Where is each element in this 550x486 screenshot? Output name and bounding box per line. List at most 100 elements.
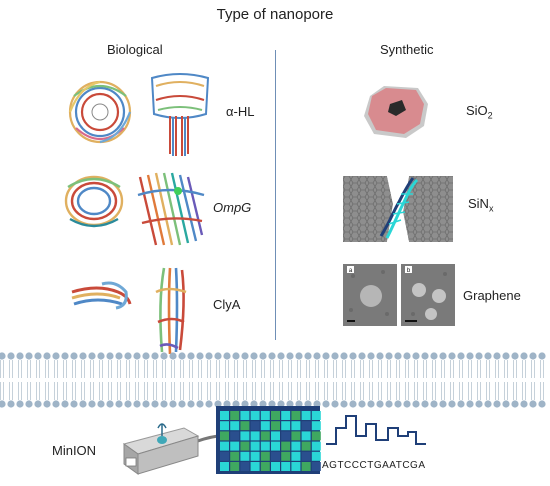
lipid-tail	[288, 360, 292, 378]
lipid-head	[232, 400, 240, 408]
lipid-head	[79, 400, 87, 408]
lipid-head	[475, 352, 483, 360]
lipid-head	[52, 352, 60, 360]
lipid-head	[385, 400, 393, 408]
sinx-pore-image	[343, 176, 453, 242]
lipid-head	[52, 400, 60, 408]
lipid-tail	[405, 360, 409, 378]
lipid-tail	[153, 360, 157, 378]
grid-cell	[311, 421, 321, 431]
lipid-tail	[432, 382, 436, 400]
grid-cell	[220, 462, 229, 471]
lipid-tail	[126, 360, 130, 378]
grid-cell	[271, 411, 280, 420]
lipid-tail	[135, 360, 139, 378]
grid-cell	[311, 462, 321, 471]
lipid-tail	[180, 360, 184, 378]
minion-device-image	[122, 423, 219, 475]
biological-column-header: Biological	[107, 42, 163, 57]
lipid-tail	[522, 382, 526, 400]
lipid-head	[529, 400, 537, 408]
lipid-tail	[27, 382, 31, 400]
lipid-tail	[441, 360, 445, 378]
grid-cell	[271, 451, 280, 461]
grid-cell	[301, 421, 311, 431]
lipid-head	[367, 400, 375, 408]
grid-cell	[230, 441, 240, 451]
lipid-tail	[117, 382, 121, 400]
lipid-head	[88, 400, 96, 408]
lipid-head	[142, 352, 150, 360]
lipid-tail	[288, 382, 292, 400]
sio2-label: SiO2	[466, 103, 493, 121]
lipid-head	[322, 400, 330, 408]
lipid-tail	[117, 360, 121, 378]
lipid-head	[295, 400, 303, 408]
ompg-label: OmpG	[213, 200, 252, 215]
grid-cell	[301, 462, 311, 471]
lipid-tail	[108, 360, 112, 378]
lipid-head	[151, 400, 159, 408]
lipid-tail	[243, 360, 247, 378]
lipid-head	[169, 352, 177, 360]
lipid-head	[448, 400, 456, 408]
lipid-head	[7, 400, 15, 408]
lipid-head	[295, 352, 303, 360]
lipid-head	[430, 400, 438, 408]
lipid-head	[322, 352, 330, 360]
lipid-tail	[270, 360, 274, 378]
lipid-tail	[261, 382, 265, 400]
graphene-tem-image: a b	[343, 264, 455, 326]
lipid-tail	[396, 360, 400, 378]
lipid-tail	[279, 382, 283, 400]
lipid-head	[97, 352, 105, 360]
grid-cell	[240, 451, 250, 461]
grid-cell	[260, 441, 270, 451]
lipid-tail	[414, 360, 418, 378]
lipid-tail	[405, 382, 409, 400]
grid-cell	[250, 462, 260, 471]
figure-title: Type of nanopore	[216, 6, 334, 23]
minion-label: MinION	[52, 443, 97, 458]
lipid-tail	[513, 360, 517, 378]
lipid-head	[241, 400, 249, 408]
lipid-head	[331, 352, 339, 360]
sinx-label: SiNx	[468, 196, 494, 214]
grid-cell	[230, 462, 240, 471]
lipid-tail	[540, 360, 544, 378]
synthetic-column-header: Synthetic	[380, 42, 434, 57]
lipid-tail	[315, 360, 319, 378]
grid-cell	[260, 462, 270, 471]
lipid-tail	[108, 382, 112, 400]
grid-cell	[271, 462, 280, 471]
lipid-head	[493, 400, 501, 408]
grid-cell	[291, 411, 301, 420]
lipid-tail	[459, 382, 463, 400]
ompg-structure-image	[64, 172, 205, 246]
lipid-tail	[504, 382, 508, 400]
lipid-tail	[99, 360, 103, 378]
lipid-head	[124, 352, 132, 360]
lipid-head	[529, 352, 537, 360]
lipid-tail	[126, 382, 130, 400]
lipid-head	[502, 400, 510, 408]
lipid-tail	[216, 382, 220, 400]
lipid-head	[403, 400, 411, 408]
grid-cell	[311, 431, 321, 441]
lipid-head	[385, 352, 393, 360]
lipid-tail	[315, 382, 319, 400]
lipid-head	[367, 352, 375, 360]
grid-cell	[311, 441, 321, 451]
lipid-tail	[324, 360, 328, 378]
lipid-tail	[279, 360, 283, 378]
lipid-tail	[198, 360, 202, 378]
grid-cell	[230, 431, 240, 441]
lipid-head	[466, 400, 474, 408]
lipid-tail	[99, 382, 103, 400]
signal-grid-display	[216, 406, 321, 474]
grid-cell	[220, 451, 229, 461]
grid-cell	[281, 451, 291, 461]
grid-cell	[271, 421, 280, 431]
lipid-tail	[36, 382, 40, 400]
lipid-head	[34, 352, 42, 360]
